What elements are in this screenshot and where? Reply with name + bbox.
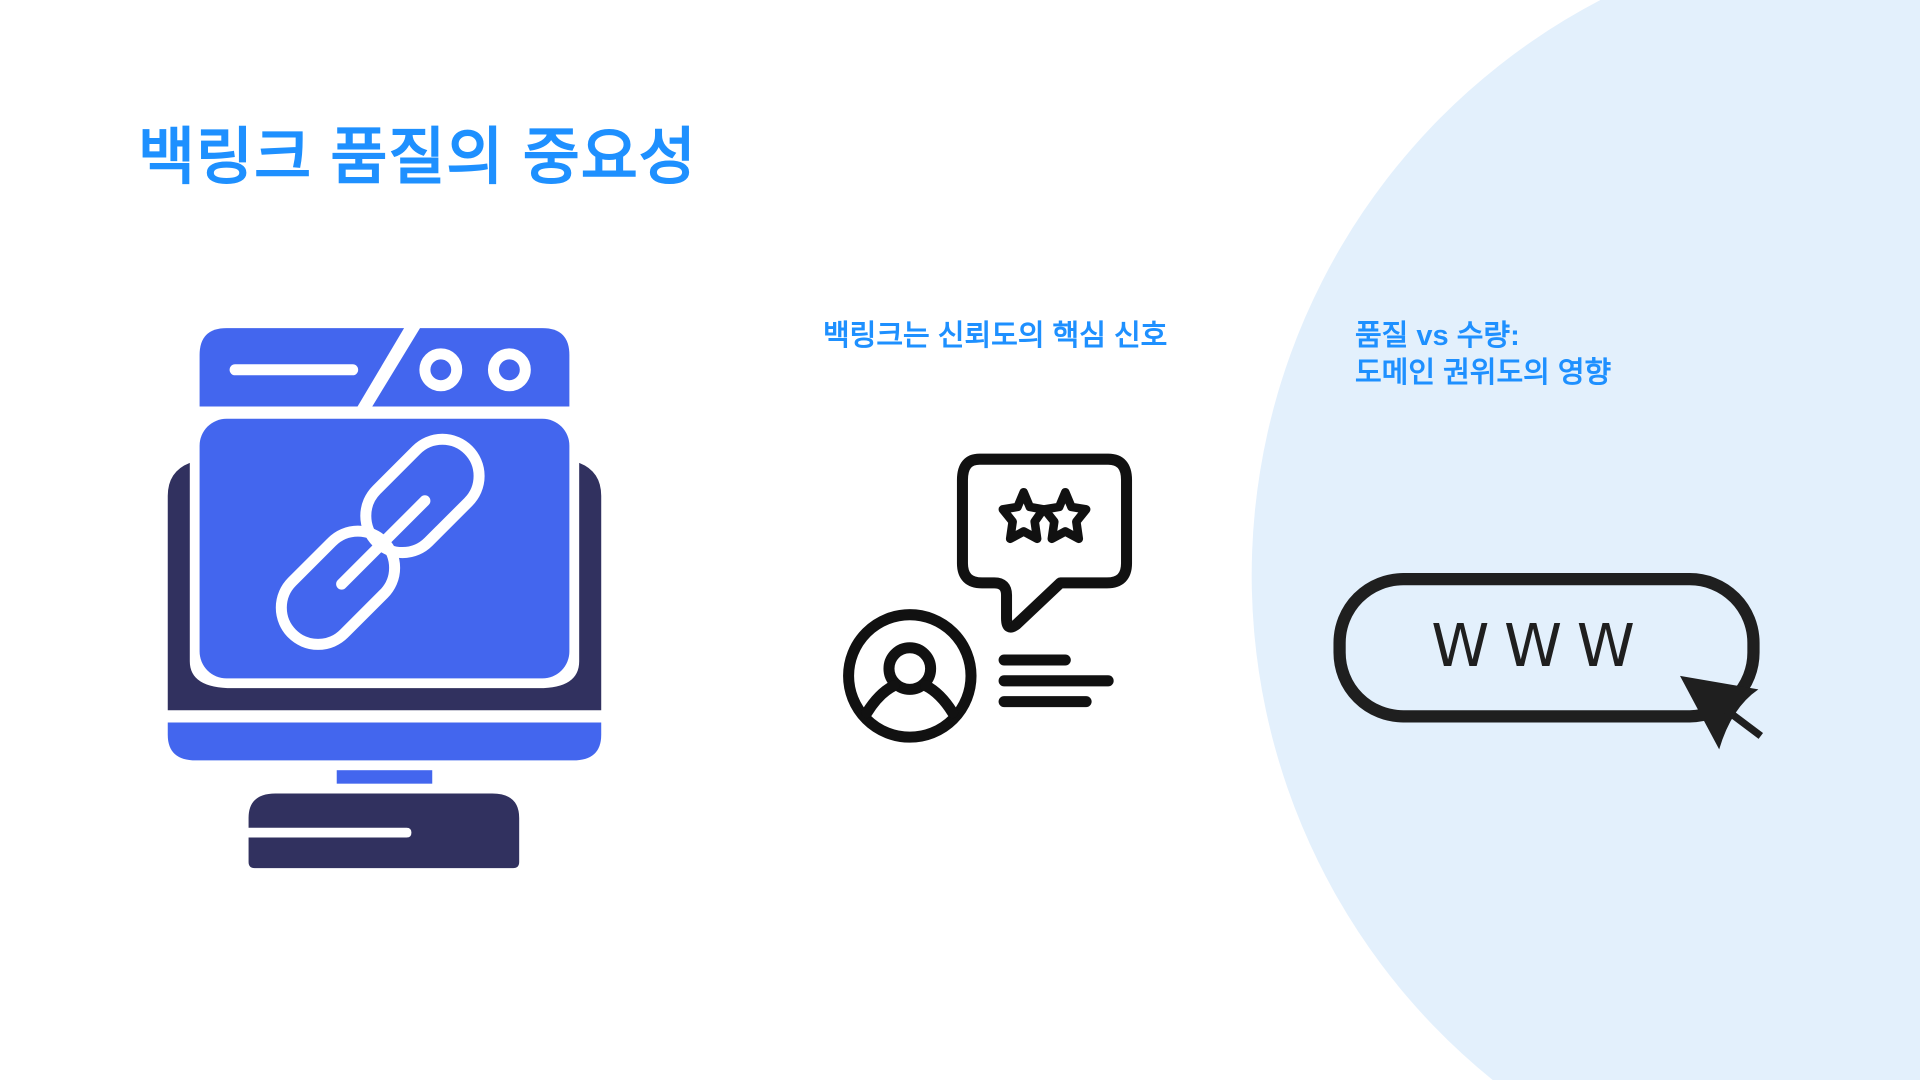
user-review-stars-icon bbox=[843, 453, 1133, 743]
www-cursor-icon: WWW bbox=[1333, 573, 1764, 750]
background-circle bbox=[1251, 0, 1920, 1080]
section-heading-quality-vs-quantity: 품질 vs 수량: 도메인 권위도의 영향 bbox=[1355, 318, 1611, 392]
monitor-link-icon bbox=[167, 328, 602, 869]
link-chain-icon bbox=[275, 433, 485, 650]
heading-line-1: 품질 vs 수량: bbox=[1355, 320, 1520, 352]
www-text: WWW bbox=[1431, 611, 1649, 680]
section-heading-trust-signal: 백링크는 신뢰도의 핵심 신호 bbox=[823, 320, 1168, 352]
heading-line-2: 도메인 권위도의 영향 bbox=[1355, 357, 1612, 389]
page-title: 백링크 품질의 중요성 bbox=[138, 123, 697, 192]
cursor-arrow-icon bbox=[1680, 675, 1759, 750]
